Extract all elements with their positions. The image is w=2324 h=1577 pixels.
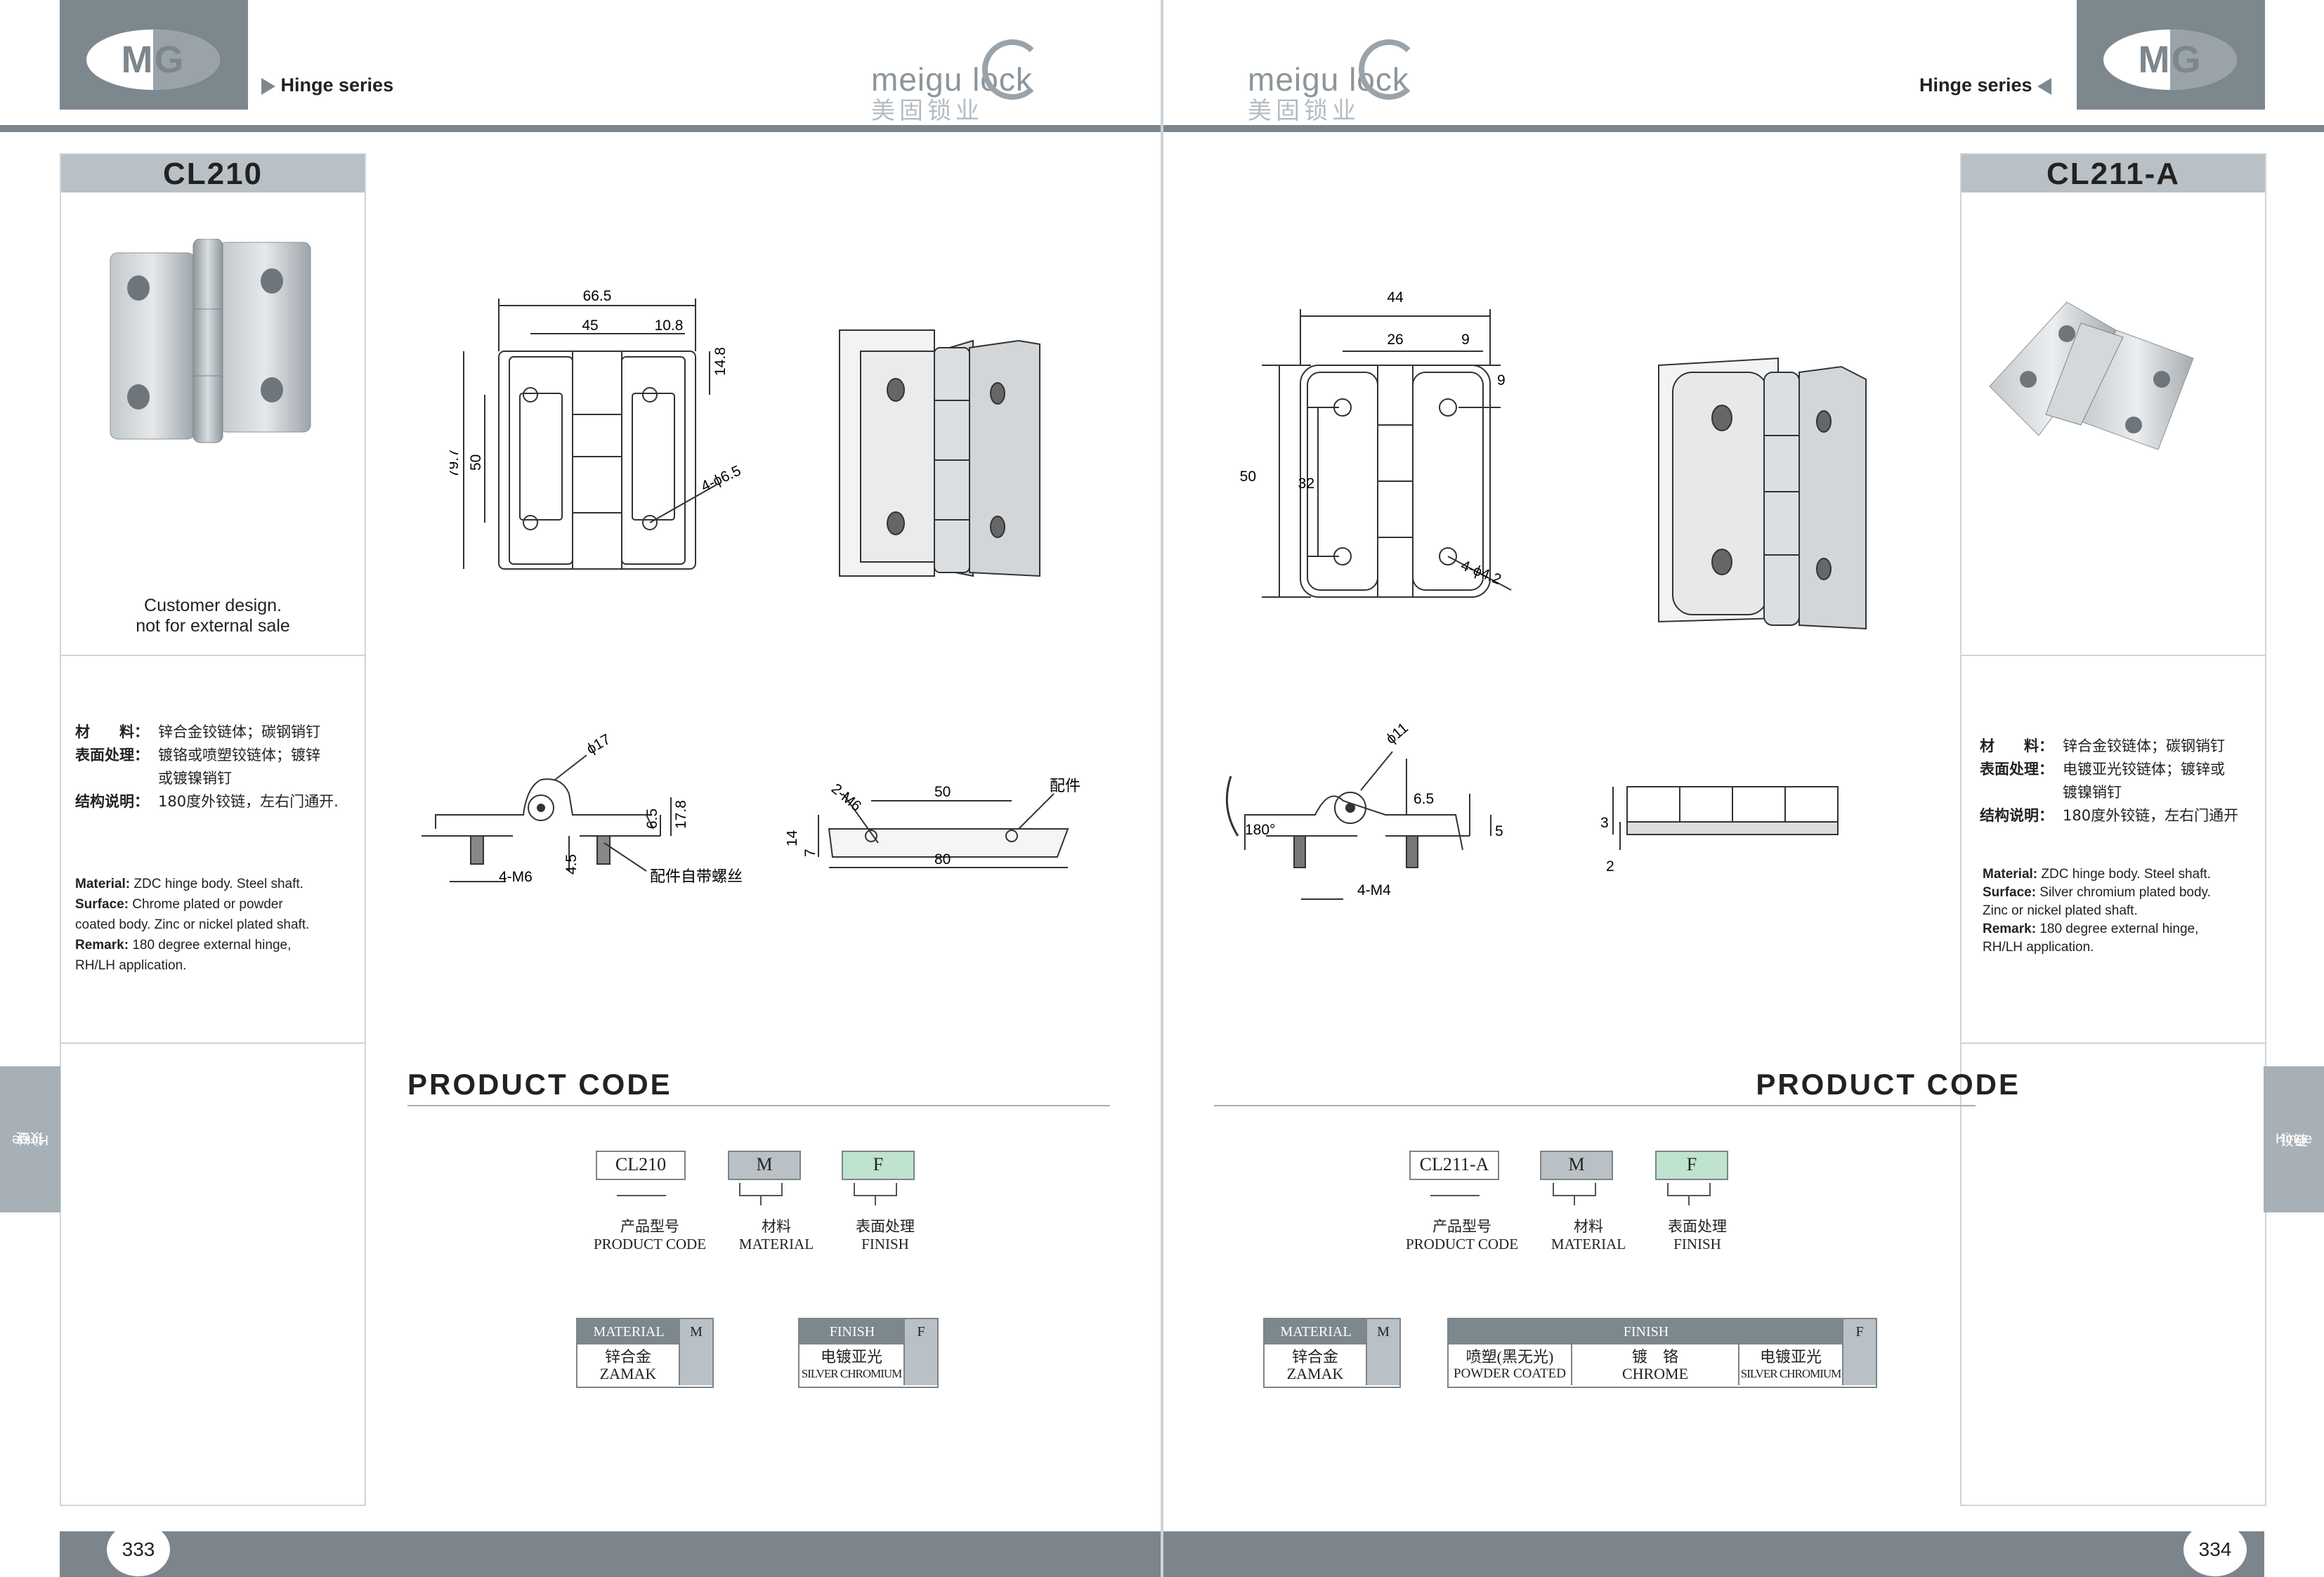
spec-card: CL210 Customer design. not for external … xyxy=(60,153,366,1506)
side-tab-hinge: 铰链 Hinge xyxy=(2264,1066,2324,1212)
svg-text:79.7: 79.7 xyxy=(450,449,462,478)
svg-text:17.8: 17.8 xyxy=(673,800,689,829)
product-code-title: PRODUCT CODE xyxy=(407,1068,672,1101)
svg-text:4-M6: 4-M6 xyxy=(499,869,533,885)
drawing-plate: 3 2 xyxy=(1600,786,1839,875)
model-title: CL211-A xyxy=(1961,155,2265,192)
drawing-isometric xyxy=(839,329,1040,577)
cn-spec-list: 材 料：锌合金铰链体；碳钢销钉 表面处理：镀铬或喷塑铰链体；镀锌 或镀镍销钉 结… xyxy=(75,724,339,810)
svg-text:2: 2 xyxy=(1606,858,1614,875)
brand-logo: meigu lock 美固锁业 xyxy=(1248,35,1458,124)
svg-text:配件自带螺丝: 配件自带螺丝 xyxy=(650,868,743,885)
svg-text:14.8: 14.8 xyxy=(712,347,729,376)
svg-text:ϕ17: ϕ17 xyxy=(584,731,613,757)
svg-text:5: 5 xyxy=(1495,823,1503,839)
spec-card: CL211-A 材 料：锌合金铰链体；碳钢销钉 表面处理：电镀亚光铰链体；镀锌或… xyxy=(1960,153,2266,1506)
mg-logo: MG xyxy=(60,0,248,110)
code-finish-box: F xyxy=(842,1151,915,1180)
svg-text:4-M4: 4-M4 xyxy=(1357,882,1391,898)
side-tab-hinge: 铰链 Hinge xyxy=(0,1066,60,1212)
triangle-left-icon xyxy=(2037,77,2052,95)
mg-logo: MG xyxy=(2077,0,2265,110)
drawing-isometric xyxy=(1658,357,1867,630)
brand-logo: meigu lock 美固锁业 xyxy=(871,35,1082,124)
page-number: 333 xyxy=(107,1523,170,1576)
model-title: CL210 xyxy=(61,155,365,192)
svg-text:10.8: 10.8 xyxy=(655,318,684,334)
drawing-front-view: 44 26 9 9 50 32 4-ϕ4.2 xyxy=(1240,289,1512,598)
svg-text:6.5: 6.5 xyxy=(1414,791,1434,807)
svg-text:配件: 配件 xyxy=(1050,777,1081,794)
svg-text:32: 32 xyxy=(1298,476,1314,492)
svg-text:4.5: 4.5 xyxy=(563,854,580,875)
page-number: 334 xyxy=(2183,1523,2247,1576)
header-band xyxy=(0,125,1161,132)
product-code-title: PRODUCT CODE xyxy=(1756,1068,2021,1101)
svg-text:180°: 180° xyxy=(1245,822,1275,838)
series-label: Hinge series xyxy=(261,74,393,96)
hinge-photo xyxy=(1989,301,2194,450)
drawing-plate: 2-M6 50 配件 14 7 80 xyxy=(787,777,1081,868)
code-finish-box: F xyxy=(1655,1151,1728,1180)
svg-text:14: 14 xyxy=(787,830,800,846)
svg-text:3: 3 xyxy=(1600,815,1609,831)
drawing-side-view: ϕ17 6.5 17.8 4.5 4-M6 配件自带螺丝 xyxy=(422,731,743,885)
code-model-box: CL211-A xyxy=(1409,1151,1499,1180)
svg-text:9: 9 xyxy=(1461,332,1470,348)
svg-text:2-M6: 2-M6 xyxy=(828,780,864,814)
svg-text:7: 7 xyxy=(802,849,818,857)
svg-text:26: 26 xyxy=(1387,332,1403,348)
svg-text:80: 80 xyxy=(934,851,951,868)
code-material-box: M xyxy=(728,1151,801,1180)
series-label: Hinge series xyxy=(1919,74,2052,96)
svg-text:4-ϕ6.5: 4-ϕ6.5 xyxy=(698,462,743,495)
svg-text:66.5: 66.5 xyxy=(583,288,612,304)
svg-text:50: 50 xyxy=(934,784,951,800)
cn-spec-list: 材 料：锌合金铰链体；碳钢销钉 表面处理：电镀亚光铰链体；镀锌或 镀镍销钉 结构… xyxy=(1980,738,2239,824)
code-model-box: CL210 xyxy=(596,1151,686,1180)
svg-text:44: 44 xyxy=(1387,289,1404,306)
svg-text:9: 9 xyxy=(1497,372,1506,388)
svg-text:50: 50 xyxy=(1240,469,1256,485)
drawing-side-view: ϕ11 180° 6.5 5 4-M4 xyxy=(1225,724,1503,900)
triangle-right-icon xyxy=(261,77,275,95)
svg-text:ϕ11: ϕ11 xyxy=(1383,724,1411,747)
code-material-box: M xyxy=(1540,1151,1613,1180)
catalog-page-right: MG Hinge series meigu lock 美固锁业 CL211-A … xyxy=(1163,0,2324,1577)
en-spec-list: Material: ZDC hinge body. Steel shaft. S… xyxy=(75,877,310,973)
en-spec-list: Material: ZDC hinge body. Steel shaft. S… xyxy=(1983,867,2211,955)
hinge-photo xyxy=(110,239,311,443)
svg-text:6.5: 6.5 xyxy=(644,809,660,829)
drawing-front-view: 66.5 45 10.8 14.8 79.7 50 4-ϕ6.5 xyxy=(450,288,743,570)
svg-text:50: 50 xyxy=(468,454,484,471)
catalog-page-left: MG Hinge series meigu lock 美固锁业 CL210 xyxy=(0,0,1161,1577)
svg-text:45: 45 xyxy=(582,318,598,334)
